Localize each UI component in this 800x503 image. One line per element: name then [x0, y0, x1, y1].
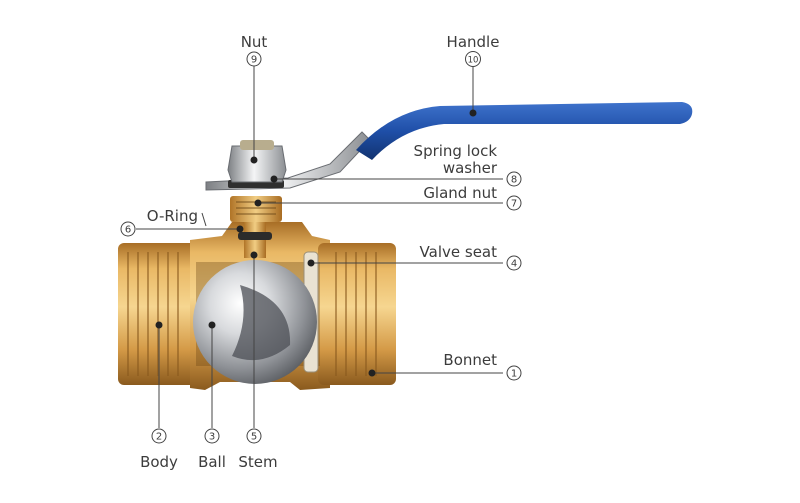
number-stem: 5 [251, 432, 257, 443]
body-shape [118, 243, 210, 385]
number-o-ring: 6 [125, 225, 131, 236]
number-body: 2 [156, 432, 162, 443]
handle-grip-shape [356, 102, 693, 160]
number-badge-nut [246, 51, 262, 67]
ball-port-shape [232, 285, 291, 361]
label-o-ring: O-Ring [147, 207, 198, 225]
leader-lines [136, 66, 503, 428]
label-spring-lock-washer-line2: washer [443, 159, 498, 177]
callout-bonnet: Bonnet 1 [443, 351, 522, 381]
bonnet-threads [335, 252, 377, 376]
callout-o-ring: O-Ring 6 [120, 207, 198, 237]
number-badge-ball [204, 428, 220, 444]
number-gland-nut: 7 [511, 199, 517, 210]
callout-nut: Nut 9 [241, 33, 268, 67]
callout-valve-seat: Valve seat 4 [420, 243, 522, 271]
number-badge-gland-nut [506, 195, 522, 211]
number-handle: 10 [468, 56, 479, 66]
number-valve-seat: 4 [511, 259, 517, 270]
number-badge-bonnet [506, 365, 522, 381]
gland-nut-shape [230, 196, 282, 222]
number-badge-handle [465, 51, 481, 67]
number-badge-stem [246, 428, 262, 444]
valve-illustration [118, 102, 693, 390]
label-body: Body [140, 453, 178, 471]
number-badge-body [151, 428, 167, 444]
number-badge-spring-lock-washer [506, 171, 522, 187]
callout-ball: 3 Ball [198, 428, 226, 471]
number-ball: 3 [209, 432, 215, 443]
number-bonnet: 1 [511, 369, 517, 380]
label-gland-nut: Gland nut [423, 184, 497, 202]
label-ball: Ball [198, 453, 226, 471]
callout-gland-nut: Gland nut 7 [423, 184, 522, 211]
callout-body: 2 Body [140, 428, 178, 471]
number-spring-lock-washer: 8 [511, 175, 517, 186]
label-spring-lock-washer-line1: Spring lock [414, 142, 498, 160]
label-stem: Stem [238, 453, 277, 471]
label-bonnet: Bonnet [443, 351, 497, 369]
label-valve-seat: Valve seat [420, 243, 498, 261]
nut-cap-shape [240, 140, 274, 150]
number-badge-valve-seat [506, 255, 522, 271]
callout-handle: Handle 10 [447, 33, 500, 67]
number-nut: 9 [251, 55, 257, 66]
number-badge-o-ring [120, 221, 136, 237]
callout-stem: 5 Stem [238, 428, 278, 471]
o-ring-shape [238, 232, 272, 240]
nut-shape [227, 145, 287, 183]
label-handle: Handle [447, 33, 500, 51]
label-nut: Nut [241, 33, 268, 51]
body-threads [127, 252, 179, 376]
callout-spring-lock-washer: Spring lock washer 8 [414, 142, 522, 187]
